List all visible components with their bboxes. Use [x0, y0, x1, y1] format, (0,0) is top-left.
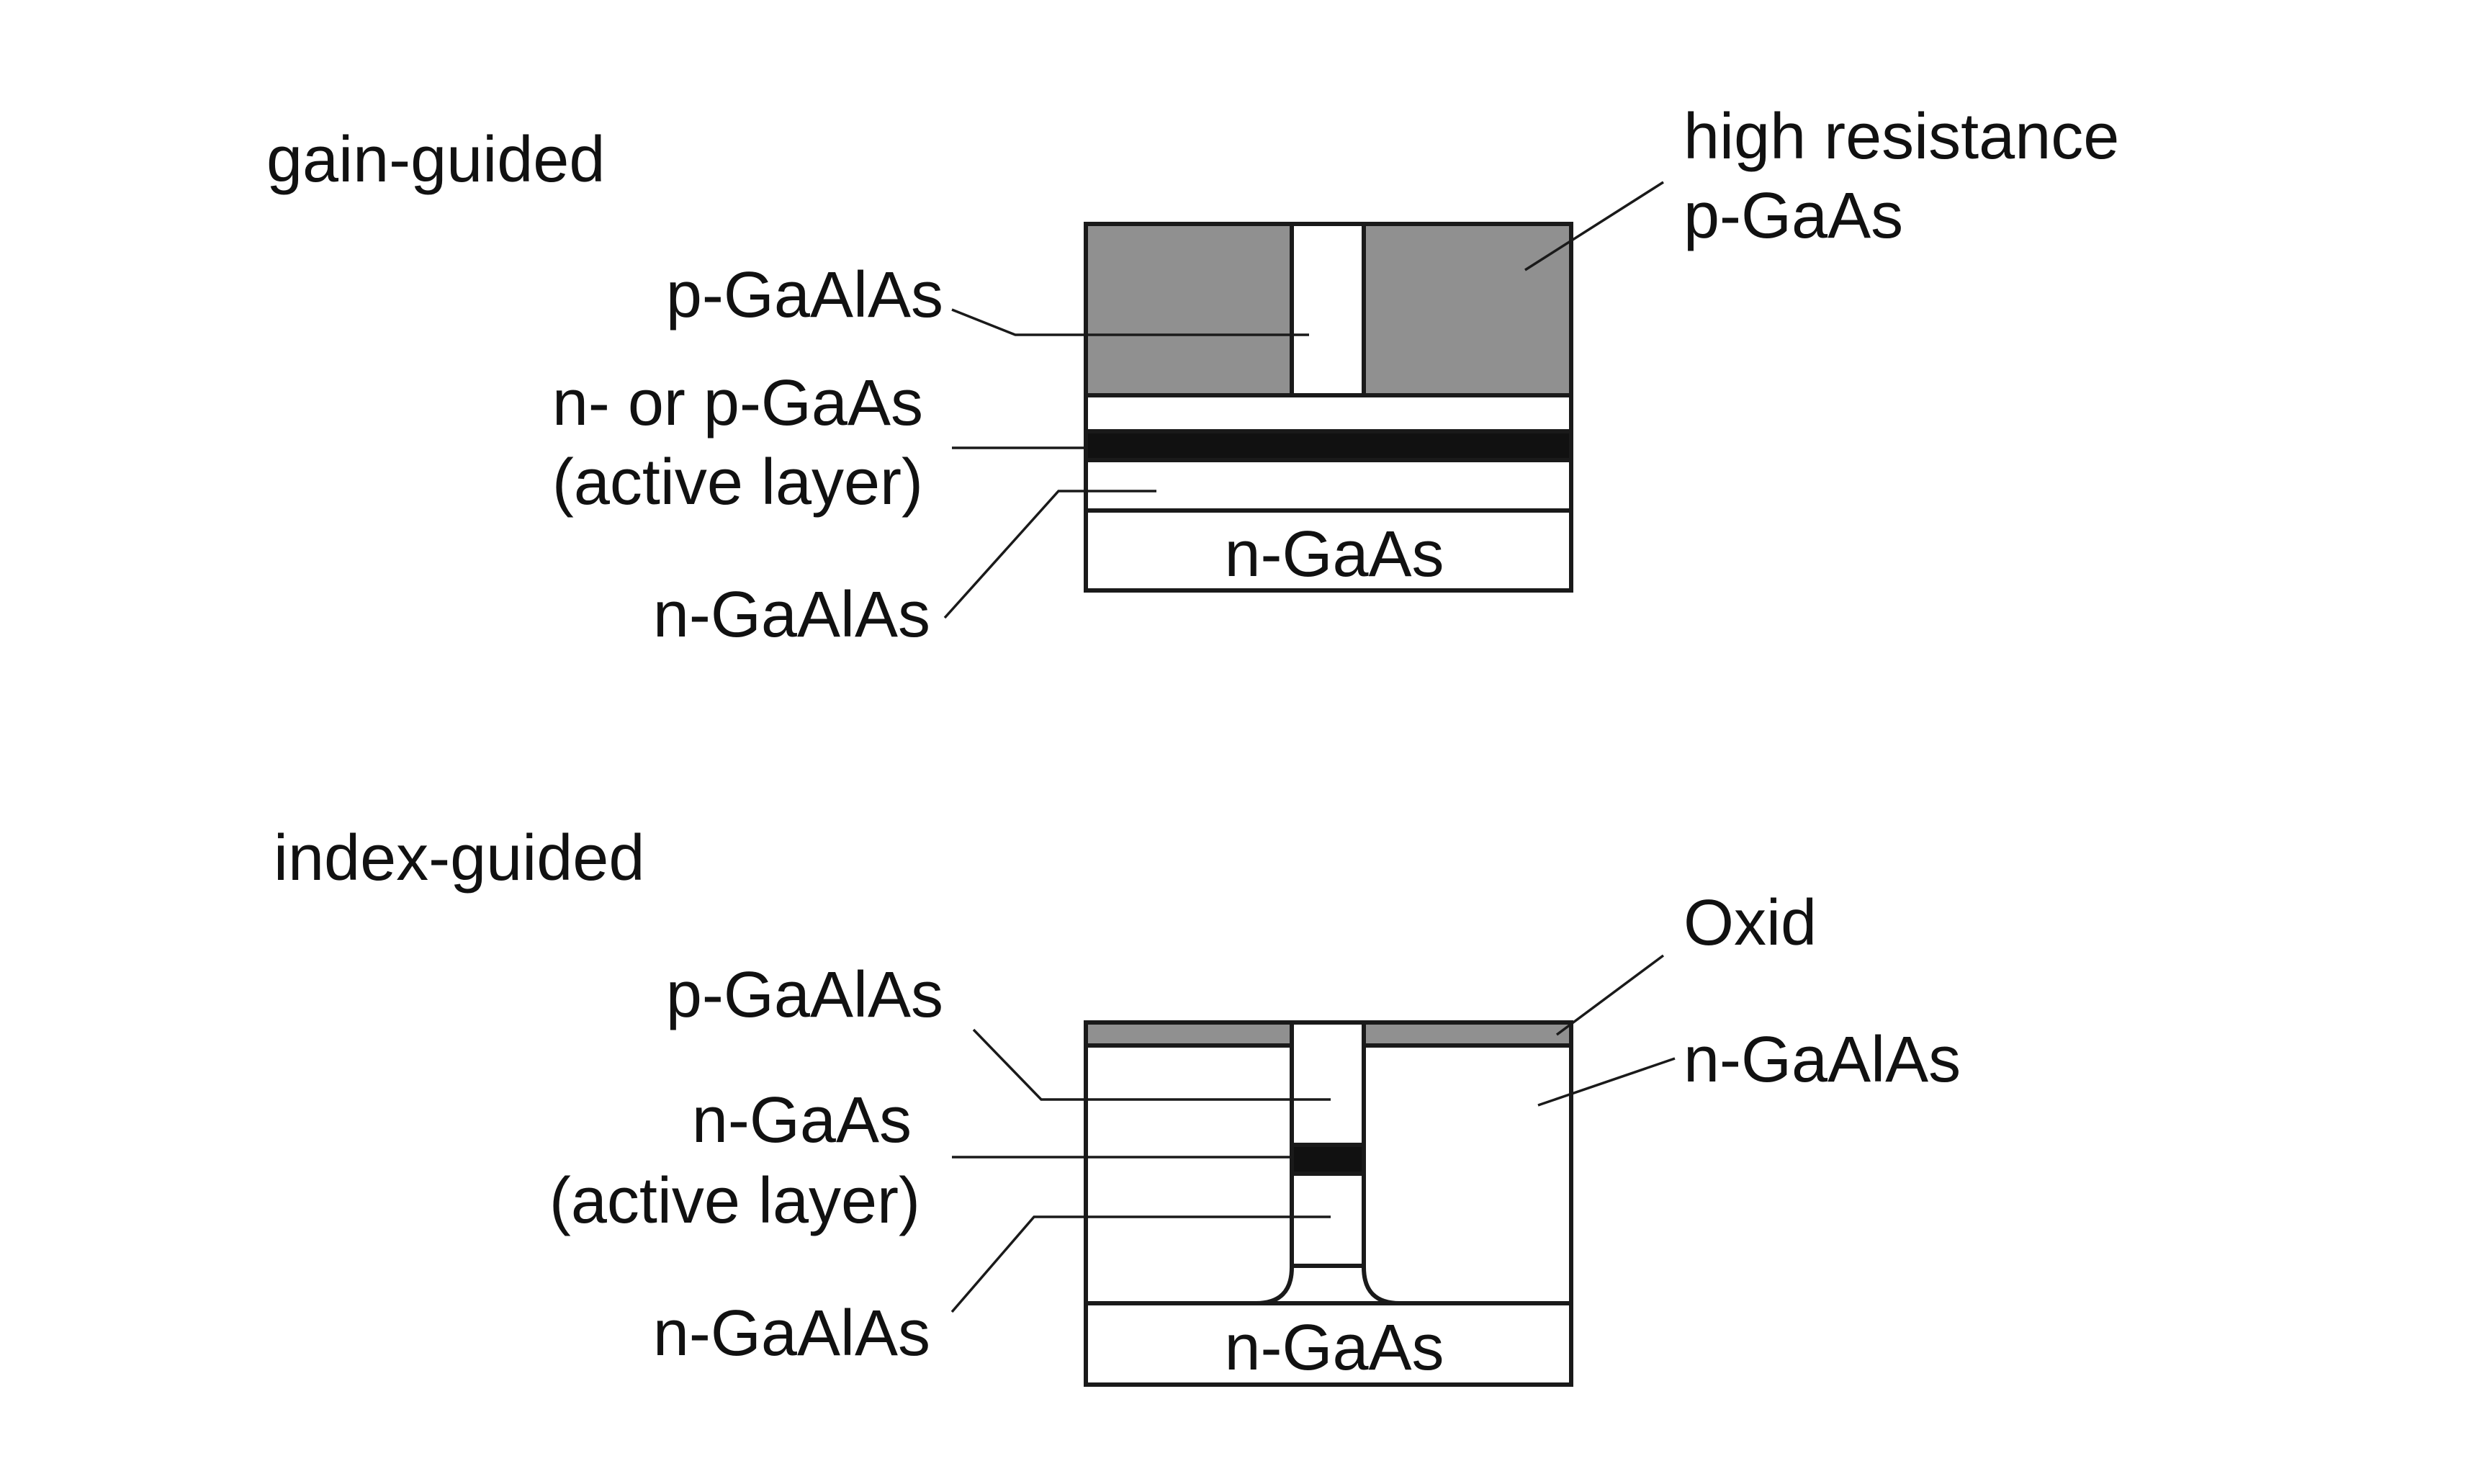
index-n-gaalas-right-leader	[1537, 1057, 1676, 1107]
index-guided-structure	[1084, 1020, 1573, 1387]
gain-high-resistance-leader	[1524, 181, 1664, 271]
high-resistance-block-left	[1084, 222, 1294, 397]
index-active-layer	[1290, 1143, 1366, 1176]
n-gaalas-layer	[1084, 458, 1573, 513]
gain-p-gaalas-label: p-GaAlAs	[666, 259, 943, 331]
index-oxid-leader	[1555, 954, 1665, 1036]
index-guided-title: index-guided	[274, 822, 644, 894]
gain-leader-lines	[943, 181, 1664, 619]
index-substrate-label: n-GaAs	[1224, 1312, 1444, 1384]
index-active-label-line2: (active layer)	[549, 1165, 920, 1237]
gain-n-gaalas-label: n-GaAlAs	[653, 579, 930, 651]
p-gaalas-stripe	[1290, 222, 1366, 397]
index-leader-lines	[950, 954, 1676, 1313]
gain-active-label-line1: n- or p-GaAs	[552, 367, 923, 439]
n-gaas-substrate	[1084, 508, 1573, 593]
oxide-strip-right	[1362, 1020, 1573, 1048]
gain-p-gaalas-leader	[951, 308, 1309, 336]
gain-guided-title: gain-guided	[266, 124, 605, 196]
gain-guided-structure	[1084, 222, 1573, 593]
index-p-gaalas-label: p-GaAlAs	[666, 959, 943, 1031]
gain-guided-section: gain-guided n-GaAs p-GaAlAs n- or p-GaAs…	[266, 101, 2119, 651]
gain-high-resistance-line1: high resistance	[1683, 101, 2119, 173]
oxide-strip-left	[1084, 1020, 1294, 1048]
upper-cladding-layer	[1084, 393, 1573, 433]
index-p-gaalas-leader	[972, 1028, 1331, 1101]
gain-active-label-line2: (active layer)	[552, 446, 923, 518]
index-guided-section: index-guided n-GaAs p-GaAlAs n-GaAs (act…	[274, 822, 1961, 1387]
gain-high-resistance-line2: p-GaAs	[1683, 180, 1903, 252]
index-n-gaalas-left-label: n-GaAlAs	[653, 1298, 930, 1370]
index-n-gaalas-left-leader	[950, 1215, 1331, 1313]
index-n-gaas-substrate	[1084, 1301, 1573, 1387]
gain-substrate-label: n-GaAs	[1224, 518, 1444, 590]
index-n-gaalas-left-block	[1084, 1043, 1294, 1305]
index-active-label-line1: n-GaAs	[692, 1084, 912, 1156]
high-resistance-block-right	[1362, 222, 1573, 397]
gain-n-gaalas-leader	[943, 490, 1156, 619]
index-n-gaalas-right-label: n-GaAlAs	[1683, 1024, 1961, 1096]
index-oxid-label: Oxid	[1683, 887, 1817, 959]
active-layer	[1084, 429, 1573, 462]
index-n-gaalas-right-block	[1362, 1043, 1573, 1305]
